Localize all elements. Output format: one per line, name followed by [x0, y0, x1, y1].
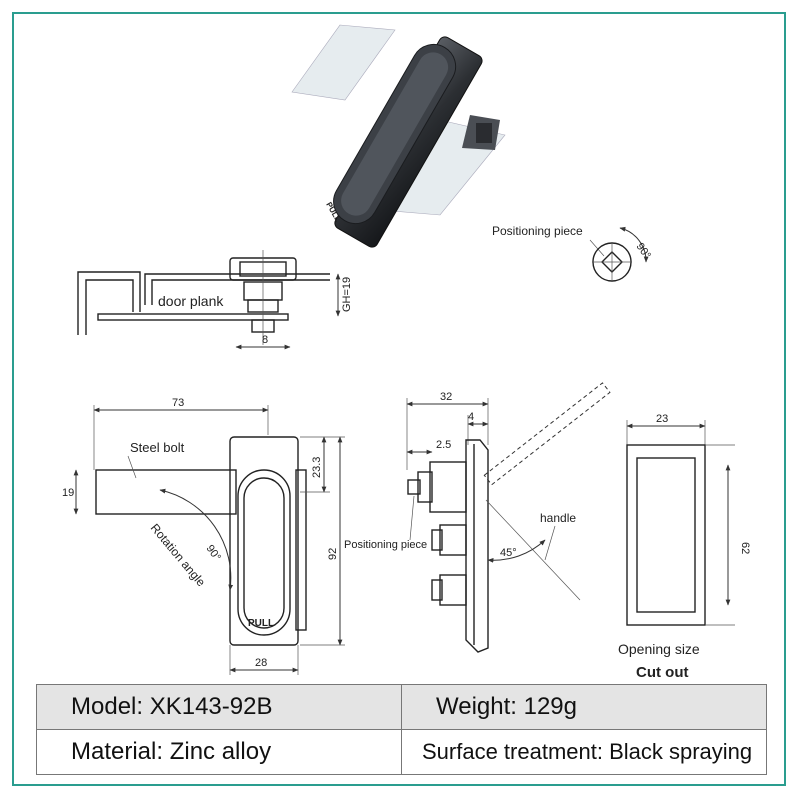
height-total-dimension: 92 — [327, 548, 339, 560]
gh-dimension: GH=19 — [341, 277, 353, 312]
rotation-angle-value: 90° — [204, 543, 223, 564]
opening-size-label: Opening size — [618, 641, 700, 657]
spec-row-1: Model: XK143-92B Weight: 129g — [36, 684, 767, 730]
positioning-angle: 90° — [634, 241, 653, 262]
positioning-piece-label: Positioning piece — [492, 224, 583, 238]
cutout-view: 23 62 Opening size Cut out — [618, 413, 751, 681]
handle-open-angle: 45° — [500, 547, 517, 559]
depth-total-dimension: 32 — [440, 391, 452, 403]
spec-row-2: Material: Zinc alloy Surface treatment: … — [36, 729, 767, 775]
side-mounting-view: door plank GH=19 8 — [77, 250, 353, 350]
rotation-angle-label: Rotation angle — [148, 521, 209, 590]
plate-dimension: 4 — [468, 411, 474, 423]
product-photo: PULL — [291, 24, 506, 248]
surface-cell: Surface treatment: Black spraying — [401, 729, 767, 775]
positioning-piece-detail: Positioning piece 90° — [492, 224, 653, 282]
door-plank-label: door plank — [158, 293, 224, 309]
material-cell: Material: Zinc alloy — [36, 729, 402, 775]
model-cell: Model: XK143-92B — [36, 684, 402, 730]
front-pull-text: PULL — [248, 618, 274, 629]
spec-table: Model: XK143-92B Weight: 129g Material: … — [36, 684, 767, 775]
steel-bolt-label: Steel bolt — [130, 440, 185, 455]
weight-cell: Weight: 129g — [401, 684, 767, 730]
handle-label: handle — [540, 511, 576, 525]
positioning-piece-side-label: Positioning piece — [344, 539, 427, 551]
handle-width-dimension: 28 — [255, 657, 267, 669]
top-offset-dimension: 23.3 — [311, 457, 323, 478]
bolt-height-dimension: 19 — [62, 487, 74, 499]
cutout-width-dimension: 23 — [656, 413, 668, 425]
side-section-view: 32 4 2.5 45° handle Positioning piece — [344, 382, 611, 653]
cut-out-label: Cut out — [636, 664, 688, 681]
width-total-dimension: 73 — [172, 397, 184, 409]
image-frame — [12, 12, 786, 786]
front-view: 73 Steel bolt 19 PULL 90° Rotation angle… — [62, 397, 345, 675]
offset-dimension: 2.5 — [436, 439, 451, 451]
shaft-dimension: 8 — [262, 334, 268, 346]
cutout-height-dimension: 62 — [739, 542, 751, 554]
